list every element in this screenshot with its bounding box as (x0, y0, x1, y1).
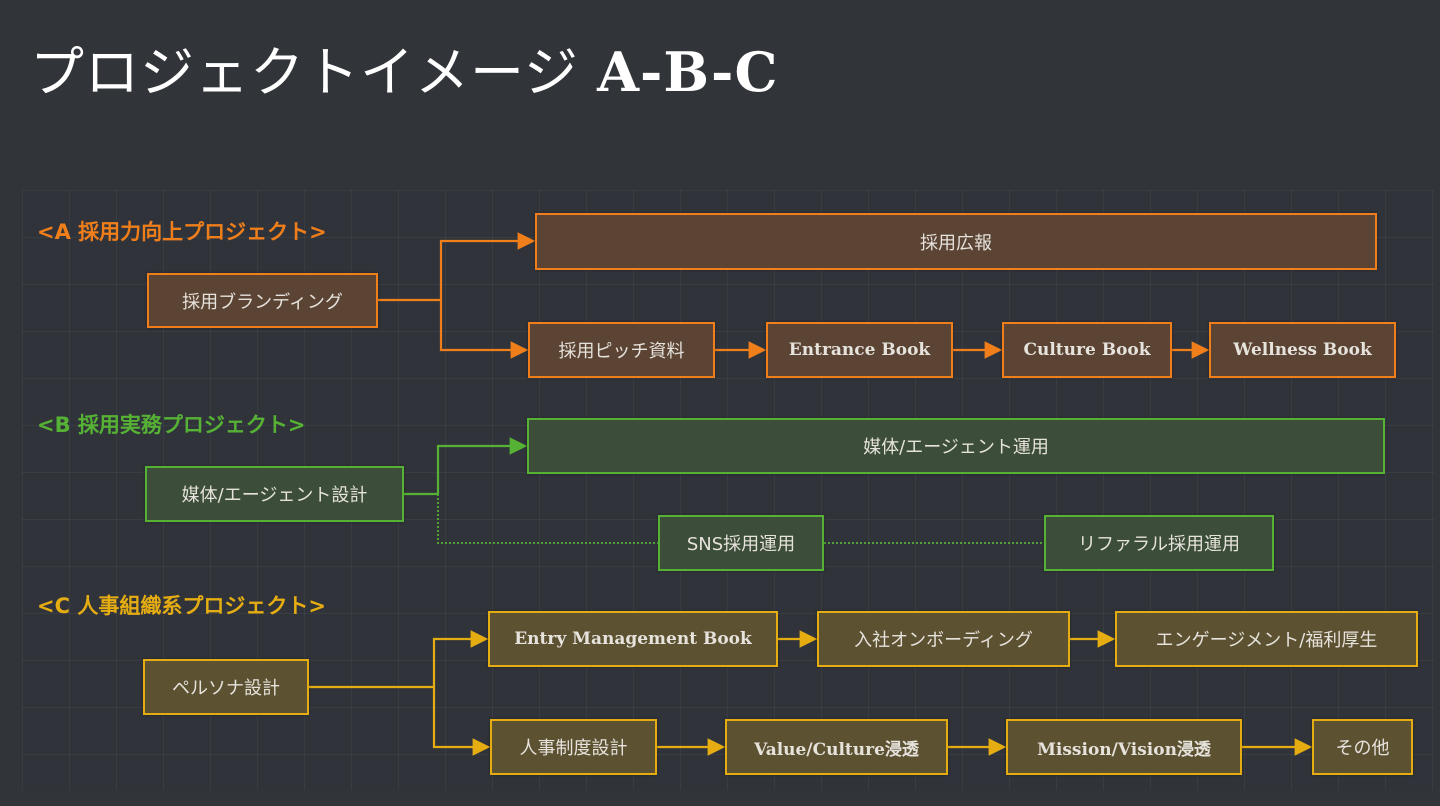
node-c-top-1[interactable]: Entry Management Book (488, 611, 778, 667)
node-b-chain-1[interactable]: SNS採用運用 (658, 515, 824, 571)
node-c-bottom-2[interactable]: Value/Culture浸透 (725, 719, 948, 775)
page-title-main: プロジェクトイメージ (30, 41, 579, 104)
node-c-top-3[interactable]: エンゲージメント/福利厚生 (1115, 611, 1418, 667)
connector-c-top (432, 630, 489, 687)
node-c-root[interactable]: ペルソナ設計 (143, 659, 309, 715)
section-c-label: <C 人事組織系プロジェクト> (37, 594, 326, 618)
node-c-bottom-3[interactable]: Mission/Vision浸透 (1006, 719, 1242, 775)
node-a-root[interactable]: 採用ブランディング (147, 273, 378, 328)
node-a-chain-1[interactable]: 採用ピッチ資料 (528, 322, 715, 378)
node-c-bottom-4[interactable]: その他 (1312, 719, 1413, 775)
node-c-top-2[interactable]: 入社オンボーディング (817, 611, 1070, 667)
connector-b-dotted-1 (437, 494, 658, 544)
section-a-connectors (378, 232, 1210, 359)
node-b-top[interactable]: 媒体/エージェント運用 (527, 418, 1385, 474)
page-title-suffix: A-B-C (597, 40, 779, 104)
node-b-root[interactable]: 媒体/エージェント設計 (145, 466, 404, 522)
node-a-chain-2[interactable]: Entrance Book (766, 322, 953, 378)
node-a-chain-4[interactable]: Wellness Book (1209, 322, 1396, 378)
section-b-connectors (404, 437, 1044, 544)
node-b-chain-2[interactable]: リファラル採用運用 (1044, 515, 1274, 571)
connector-c-bottom (432, 687, 491, 756)
connector-b-top (436, 437, 528, 494)
section-a-label: <A 採用力向上プロジェクト> (37, 220, 327, 244)
section-c-connectors (309, 630, 1313, 756)
connector-a-top (439, 232, 536, 300)
page-title: プロジェクトイメージ A-B-C (30, 28, 778, 107)
node-a-chain-3[interactable]: Culture Book (1002, 322, 1172, 378)
node-c-bottom-1[interactable]: 人事制度設計 (490, 719, 657, 775)
section-b-label: <B 採用実務プロジェクト> (37, 413, 306, 437)
connector-a-bottom (439, 300, 529, 359)
node-a-top[interactable]: 採用広報 (535, 213, 1377, 270)
